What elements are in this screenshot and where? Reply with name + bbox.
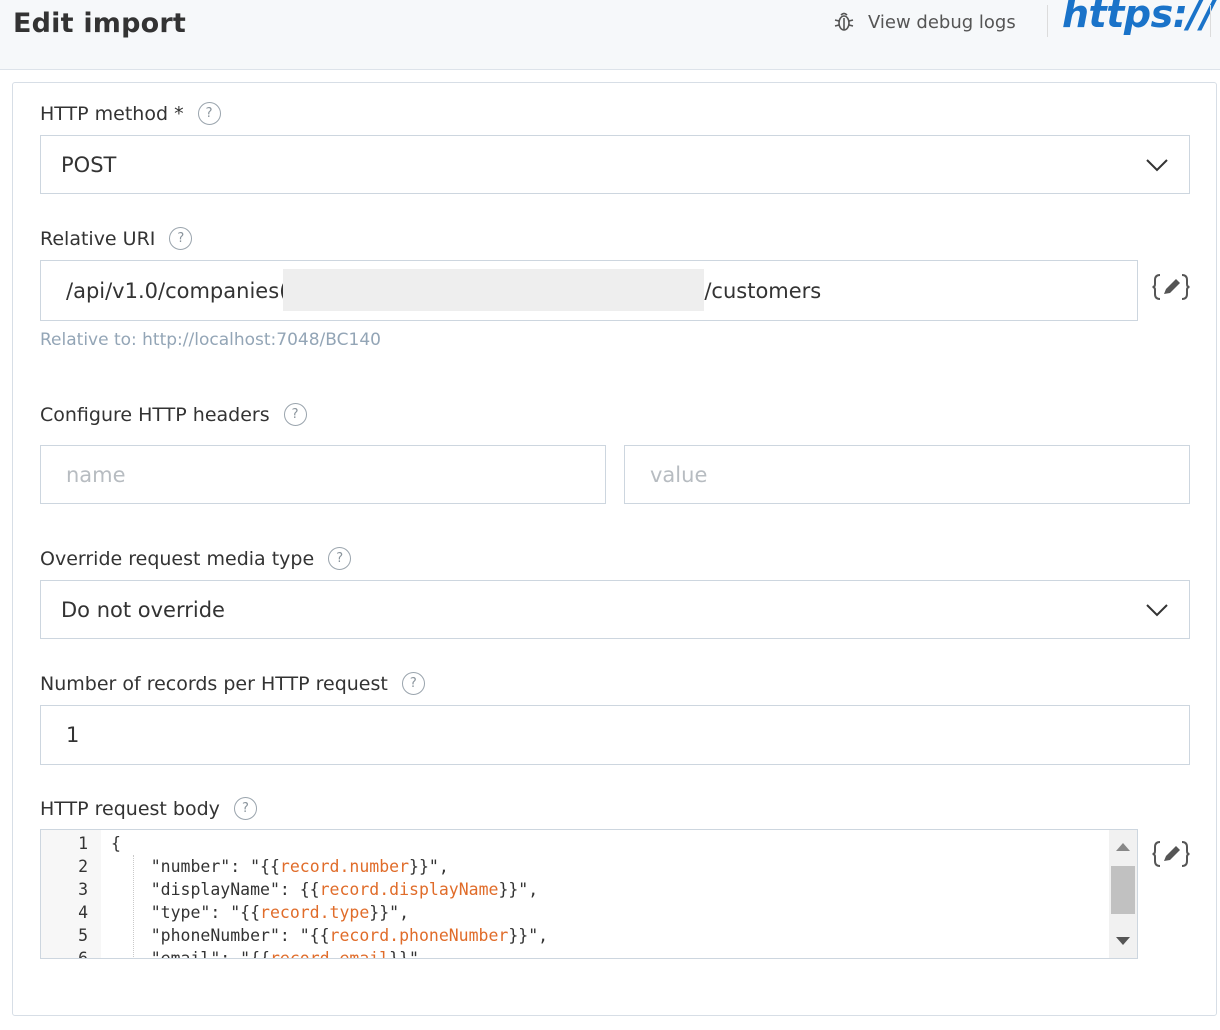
http-headers-label-text: Configure HTTP headers bbox=[40, 403, 270, 426]
code-text: }}", bbox=[369, 903, 410, 922]
handlebars-edit-icon[interactable] bbox=[1152, 839, 1190, 869]
line-number: 1 bbox=[78, 834, 88, 853]
code-line: { bbox=[111, 834, 121, 853]
header-bar: Edit import View debug logs https:// bbox=[0, 0, 1220, 70]
header-divider bbox=[1047, 5, 1048, 37]
line-number-gutter bbox=[41, 830, 101, 958]
line-number: 4 bbox=[78, 903, 88, 922]
template-variable: record.number bbox=[279, 857, 410, 876]
handlebars-edit-icon[interactable] bbox=[1152, 272, 1190, 302]
chevron-down-icon bbox=[1146, 603, 1168, 616]
view-debug-logs-link[interactable]: View debug logs bbox=[832, 9, 1016, 35]
code-line: "phoneNumber": "{{record.phoneNumber}}", bbox=[111, 926, 548, 945]
header-name-placeholder: name bbox=[66, 462, 126, 487]
line-number: 3 bbox=[78, 880, 88, 899]
code-line: "email": "{{record.email}}" bbox=[111, 949, 419, 959]
code-text: }}", bbox=[498, 880, 539, 899]
chevron-down-icon bbox=[1146, 158, 1168, 171]
relative-uri-prefix: /api/v1.0/companies( bbox=[66, 278, 288, 303]
code-text: "phoneNumber": "{{ bbox=[111, 926, 330, 945]
http-method-label-text: HTTP method * bbox=[40, 102, 184, 125]
media-type-label: Override request media type ? bbox=[40, 547, 352, 570]
media-type-select[interactable]: Do not override bbox=[40, 580, 1190, 639]
code-text: "type": "{{ bbox=[111, 903, 261, 922]
question-circle-icon[interactable]: ? bbox=[233, 797, 257, 820]
code-text: }}", bbox=[508, 926, 549, 945]
line-number: 5 bbox=[78, 926, 88, 945]
line-number: 2 bbox=[78, 857, 88, 876]
code-text: "number": "{{ bbox=[111, 857, 280, 876]
records-per-request-label-text: Number of records per HTTP request bbox=[40, 672, 388, 695]
question-circle-icon[interactable]: ? bbox=[197, 102, 221, 125]
bug-icon bbox=[834, 12, 854, 31]
header-value-input[interactable]: value bbox=[624, 445, 1190, 504]
records-per-request-label: Number of records per HTTP request ? bbox=[40, 672, 425, 695]
relative-uri-label: Relative URI ? bbox=[40, 227, 193, 250]
editor-scrollbar[interactable] bbox=[1109, 830, 1137, 958]
question-circle-icon[interactable]: ? bbox=[328, 547, 352, 570]
template-variable: record.phoneNumber bbox=[329, 926, 509, 945]
code-text: "email": "{{ bbox=[111, 949, 270, 959]
question-circle-icon[interactable]: ? bbox=[283, 403, 307, 426]
header-name-input[interactable]: name bbox=[40, 445, 606, 504]
media-type-value: Do not override bbox=[61, 597, 225, 622]
http-method-value: POST bbox=[61, 152, 117, 177]
request-body-label-text: HTTP request body bbox=[40, 797, 220, 820]
header-divider-right bbox=[1210, 5, 1211, 37]
debug-logs-label: View debug logs bbox=[868, 11, 1016, 33]
http-headers-label: Configure HTTP headers ? bbox=[40, 403, 307, 426]
scrollbar-thumb[interactable] bbox=[1111, 866, 1135, 914]
template-variable: record.type bbox=[260, 903, 370, 922]
code-text: }}" bbox=[389, 949, 419, 959]
code-line: "number": "{{record.number}}", bbox=[111, 857, 449, 876]
triangle-down-icon[interactable] bbox=[1116, 937, 1130, 945]
https-logo: https:// bbox=[1062, 0, 1215, 36]
code-text: "displayName": {{ bbox=[111, 880, 320, 899]
media-type-label-text: Override request media type bbox=[40, 547, 315, 570]
records-per-request-input[interactable]: 1 bbox=[40, 705, 1190, 765]
code-line: "type": "{{record.type}}", bbox=[111, 903, 409, 922]
code-text: }}", bbox=[409, 857, 449, 876]
indent-guide bbox=[133, 855, 134, 958]
code-text: { bbox=[111, 834, 121, 853]
header-value-placeholder: value bbox=[650, 462, 708, 487]
code-line: "displayName": {{record.displayName}}", bbox=[111, 880, 538, 899]
line-number: 6 bbox=[78, 949, 88, 959]
template-variable: record.email bbox=[269, 949, 390, 959]
template-variable: record.displayName bbox=[319, 880, 499, 899]
triangle-up-icon[interactable] bbox=[1116, 843, 1130, 851]
question-circle-icon[interactable]: ? bbox=[169, 227, 193, 250]
request-body-label: HTTP request body ? bbox=[40, 797, 257, 820]
relative-uri-label-text: Relative URI bbox=[40, 227, 156, 250]
page-title: Edit import bbox=[13, 8, 187, 39]
redaction-block bbox=[283, 269, 704, 311]
question-circle-icon[interactable]: ? bbox=[401, 672, 425, 695]
relative-uri-hint: Relative to: http://localhost:7048/BC140 bbox=[40, 330, 381, 350]
request-body-editor[interactable]: 1{2 "number": "{{record.number}}",3 "dis… bbox=[40, 829, 1138, 959]
http-method-select[interactable]: POST bbox=[40, 135, 1190, 194]
relative-uri-suffix: /customers bbox=[704, 278, 822, 303]
http-method-label: HTTP method * ? bbox=[40, 102, 221, 125]
records-per-request-value: 1 bbox=[66, 723, 80, 747]
